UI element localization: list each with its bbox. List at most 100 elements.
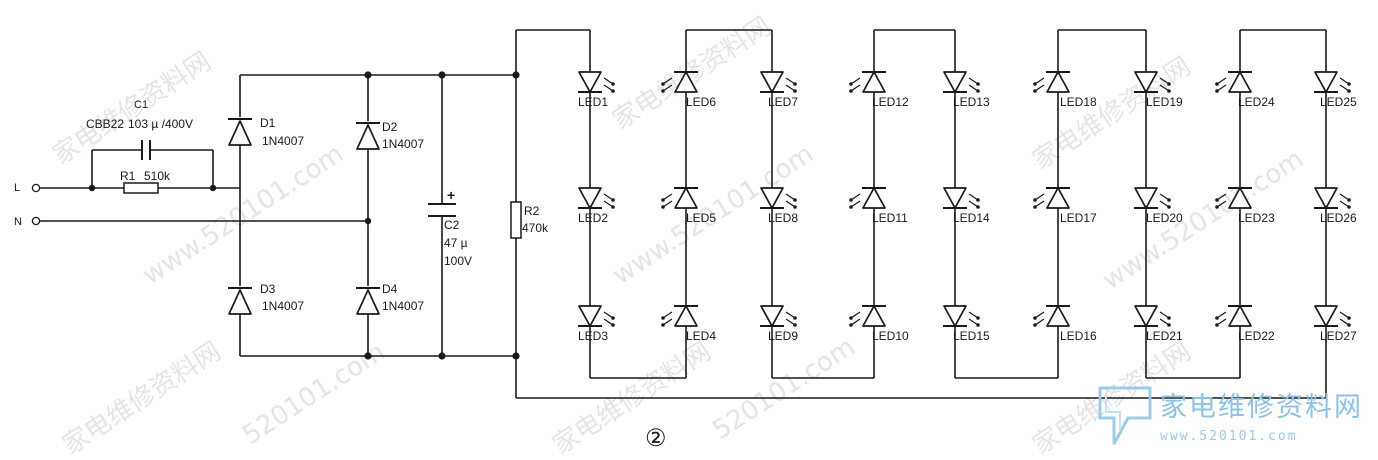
led: LED22 <box>1215 305 1275 343</box>
d4-ref: D4 <box>382 282 398 296</box>
junction-dot <box>364 71 372 79</box>
led-label: LED19 <box>1146 95 1183 109</box>
resistor-r1: R1 510k <box>120 169 171 194</box>
led: LED9 <box>760 305 798 343</box>
led: LED18 <box>1033 71 1097 109</box>
led: LED25 <box>1314 71 1357 109</box>
logo-url: www.520101.com <box>1160 429 1298 444</box>
c1-value: 103 µ /400V <box>128 117 193 131</box>
junction-dots <box>88 71 520 360</box>
led-label: LED24 <box>1238 95 1275 109</box>
d4-part: 1N4007 <box>382 299 424 313</box>
watermark-text: 家电维修资料网 <box>57 337 226 460</box>
led-label: LED18 <box>1060 95 1097 109</box>
junction-dot <box>364 352 372 360</box>
d2-part: 1N4007 <box>382 137 424 151</box>
junction-dot <box>209 184 217 192</box>
led-matrix: LED1LED2LED3LED6LED5LED4LED7LED8LED9LED1… <box>578 71 1357 343</box>
led: LED3 <box>578 305 615 343</box>
diode-d3: D3 1N4007 <box>228 282 304 315</box>
led-label: LED11 <box>872 211 908 225</box>
c1-ref: C1 <box>134 99 148 111</box>
logo-text: 家电维修资料网 <box>1160 392 1363 423</box>
led-label: LED26 <box>1320 211 1357 225</box>
junction-dot <box>438 352 446 360</box>
c2-polarity: + <box>447 187 455 203</box>
led: LED6 <box>661 71 716 109</box>
led-label: LED2 <box>578 211 608 225</box>
led-label: LED17 <box>1060 211 1097 225</box>
capacitor-c1: C1 CBB22 103 µ /400V <box>86 99 193 160</box>
watermark-text: 520101.com <box>707 332 860 446</box>
led-label: LED5 <box>686 211 716 225</box>
led-label: LED14 <box>953 211 990 225</box>
figure-label: ② <box>645 424 667 452</box>
led: LED26 <box>1314 187 1357 225</box>
led: LED14 <box>943 187 990 225</box>
junction-dot <box>88 184 96 192</box>
terminal-n-label: N <box>14 216 22 228</box>
led: LED13 <box>943 71 990 109</box>
led-label: LED8 <box>768 211 798 225</box>
watermark-text: 家电维修资料网 <box>47 47 216 171</box>
r2-value: 470k <box>522 221 549 235</box>
led: LED23 <box>1215 187 1275 225</box>
led: LED12 <box>849 71 909 109</box>
diode-d2: D2 1N4007 <box>356 120 424 151</box>
diode-d4: D4 1N4007 <box>356 282 424 315</box>
led-label: LED3 <box>578 329 608 343</box>
led: LED24 <box>1215 71 1275 109</box>
site-logo: 家电维修资料网 www.520101.com <box>1098 386 1363 445</box>
led: LED16 <box>1033 305 1097 343</box>
terminal-l <box>31 183 41 193</box>
led-label: LED20 <box>1146 211 1183 225</box>
led-label: LED21 <box>1146 329 1183 343</box>
terminal-n <box>31 216 41 226</box>
led-label: LED10 <box>872 329 909 343</box>
junction-dot <box>438 71 446 79</box>
led: LED8 <box>760 187 798 225</box>
r2-ref: R2 <box>524 204 540 218</box>
watermark-text: 家电维修资料网 <box>1027 52 1196 176</box>
led-label: LED22 <box>1238 329 1275 343</box>
diode-d1: D1 1N4007 <box>228 116 304 148</box>
d2-ref: D2 <box>382 120 398 134</box>
led-label: LED12 <box>872 95 909 109</box>
led: LED20 <box>1134 187 1183 225</box>
junction-dot <box>364 217 372 225</box>
c2-voltage: 100V <box>444 254 472 268</box>
input-terminals: L N <box>14 182 41 228</box>
junction-dot <box>512 352 520 360</box>
led: LED27 <box>1314 305 1357 343</box>
led: LED4 <box>661 305 716 343</box>
led-label: LED1 <box>578 95 608 109</box>
watermark-text: www.520101.com <box>137 139 349 291</box>
c2-value: 47 µ <box>444 236 468 250</box>
d1-part: 1N4007 <box>262 134 304 148</box>
terminal-l-label: L <box>14 182 20 194</box>
led: LED2 <box>578 187 615 225</box>
led-label: LED15 <box>953 329 990 343</box>
led: LED19 <box>1134 71 1183 109</box>
led-label: LED27 <box>1320 329 1357 343</box>
c2-ref: C2 <box>444 218 460 232</box>
led-label: LED16 <box>1060 329 1097 343</box>
resistor-r2: R2 470k <box>510 201 549 239</box>
d1-ref: D1 <box>260 116 276 130</box>
watermark-text: www.520101.com <box>1097 144 1309 296</box>
led: LED10 <box>849 305 909 343</box>
led: LED15 <box>943 305 990 343</box>
led: LED7 <box>760 71 798 109</box>
led-label: LED7 <box>768 95 798 109</box>
r1-value: 510k <box>144 169 171 183</box>
d3-part: 1N4007 <box>262 299 304 313</box>
c1-part: CBB22 <box>86 117 124 131</box>
capacitor-c2: + C2 47 µ 100V <box>428 187 472 268</box>
r1-ref: R1 <box>120 169 136 183</box>
led-label: LED4 <box>686 329 716 343</box>
led-label: LED13 <box>953 95 990 109</box>
led-label: LED6 <box>686 95 716 109</box>
led: LED11 <box>849 187 908 225</box>
